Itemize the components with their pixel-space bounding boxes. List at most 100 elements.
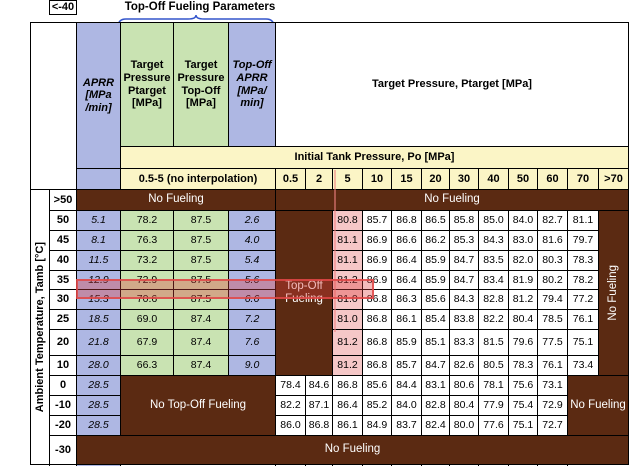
value-1-0: 80.8 — [332, 210, 363, 231]
initial-pressure-6: 30 — [449, 168, 479, 190]
topoff-aprr-7: 7.6 — [228, 329, 276, 356]
value-5-1: 86.8 — [362, 289, 392, 310]
value-8-0: 81.2 — [332, 355, 363, 376]
value-11-2: 86.1 — [332, 415, 363, 436]
value-2-2: 86.6 — [391, 230, 422, 251]
ptarget-topoff-4: 87.5 — [173, 270, 229, 290]
aprr-9: 28.5 — [76, 375, 121, 396]
value-10-9: 72.9 — [537, 395, 568, 416]
no-fueling-right-label: No Fueling — [606, 265, 619, 321]
value-10-1: 87.1 — [305, 395, 333, 416]
aprr-2: 8.1 — [76, 230, 121, 251]
aprr-3: 11.5 — [76, 250, 121, 271]
topoff-aprr-1: 2.6 — [228, 210, 276, 231]
ptarget-topoff-1: 87.5 — [173, 210, 229, 231]
value-8-1: 86.8 — [362, 355, 392, 376]
corner-cell — [30, 22, 77, 190]
value-7-4: 83.3 — [449, 329, 479, 356]
value-10-2: 86.4 — [332, 395, 363, 416]
value-5-7: 79.4 — [537, 289, 568, 310]
header-no-interpolation: 0.5-5 (no interpolation) — [120, 168, 276, 190]
topoff-aprr-2: 4.0 — [228, 230, 276, 251]
value-5-0: 81.0 — [332, 289, 363, 310]
value-3-7: 80.3 — [537, 250, 568, 271]
value-10-5: 82.8 — [421, 395, 450, 416]
value-3-6: 82.0 — [508, 250, 538, 271]
value-2-4: 85.3 — [449, 230, 479, 251]
value-8-7: 76.1 — [537, 355, 568, 376]
value-1-5: 85.0 — [478, 210, 509, 231]
value-7-7: 77.5 — [537, 329, 568, 356]
value-1-4: 85.8 — [449, 210, 479, 231]
value-11-4: 83.7 — [391, 415, 422, 436]
value-9-4: 84.4 — [391, 375, 422, 396]
value-6-7: 78.5 — [537, 309, 568, 330]
ptarget-7: 67.9 — [120, 329, 174, 356]
temp-11: -20 — [49, 415, 77, 436]
value-5-6: 81.2 — [508, 289, 538, 310]
value-11-1: 86.8 — [305, 415, 333, 436]
no-fueling-bottom: No Fueling — [76, 435, 629, 465]
value-2-7: 81.6 — [537, 230, 568, 251]
value-2-0: 81.1 — [332, 230, 363, 251]
value-7-3: 85.1 — [421, 329, 450, 356]
value-10-6: 80.4 — [449, 395, 479, 416]
value-11-0: 86.0 — [275, 415, 306, 436]
value-2-8: 79.7 — [567, 230, 599, 251]
value-8-6: 78.3 — [508, 355, 538, 376]
ptarget-3: 73.2 — [120, 250, 174, 271]
value-6-6: 80.4 — [508, 309, 538, 330]
ptarget-topoff-2: 87.5 — [173, 230, 229, 251]
temp-5: 30 — [49, 289, 77, 310]
value-9-8: 75.6 — [508, 375, 538, 396]
aprr-7: 21.8 — [76, 329, 121, 356]
value-11-9: 72.7 — [537, 415, 568, 436]
ambient-temperature-label: Ambient Temperature, Tamb [°C] — [33, 241, 46, 413]
value-11-3: 84.9 — [362, 415, 392, 436]
ptarget-topoff-8: 87.4 — [173, 355, 229, 376]
header-topoff-aprr: Top-Off APRR [MPa/ min] — [228, 22, 276, 147]
value-6-4: 83.8 — [449, 309, 479, 330]
aprr-10: 28.5 — [76, 395, 121, 416]
value-6-3: 85.4 — [421, 309, 450, 330]
temp-1: 50 — [49, 210, 77, 231]
value-5-5: 82.8 — [478, 289, 509, 310]
value-7-8: 75.1 — [567, 329, 599, 356]
header-aprr: APRR [MPa /min] — [76, 22, 121, 169]
header-target-pressure: Target Pressure Ptarget [MPa] — [120, 22, 174, 147]
ptarget-5: 70.6 — [120, 289, 174, 310]
table-title: Top-Off Fueling Parameters — [124, 1, 276, 13]
value-2-1: 86.9 — [362, 230, 392, 251]
value-1-1: 85.7 — [362, 210, 392, 231]
value-8-2: 85.7 — [391, 355, 422, 376]
topoff-aprr-5: 6.6 — [228, 289, 276, 310]
initial-pressure-10: 70 — [567, 168, 599, 190]
header-initial-tank-pressure: Initial Tank Pressure, Po [MPa] — [120, 146, 629, 169]
value-7-1: 86.8 — [362, 329, 392, 356]
ptarget-1: 78.2 — [120, 210, 174, 231]
no-top-off-fueling-region: No Top-Off Fueling — [120, 375, 276, 436]
topoff-aprr-8: 9.0 — [228, 355, 276, 376]
value-3-1: 86.9 — [362, 250, 392, 271]
aprr-11: 28.5 — [76, 415, 121, 436]
value-4-7: 80.2 — [537, 270, 568, 290]
value-7-6: 79.6 — [508, 329, 538, 356]
no-fueling-lower-right: No Fueling — [567, 375, 629, 436]
value-1-3: 86.5 — [421, 210, 450, 231]
value-11-5: 82.4 — [421, 415, 450, 436]
value-9-3: 85.6 — [362, 375, 392, 396]
value-4-2: 86.4 — [391, 270, 422, 290]
value-3-3: 85.9 — [421, 250, 450, 271]
value-3-5: 83.5 — [478, 250, 509, 271]
value-6-2: 86.1 — [391, 309, 422, 330]
value-9-9: 73.1 — [537, 375, 568, 396]
value-8-3: 84.7 — [421, 355, 450, 376]
ptarget-2: 76.3 — [120, 230, 174, 251]
aprr-8: 28.0 — [76, 355, 121, 376]
ptarget-6: 69.0 — [120, 309, 174, 330]
value-2-3: 86.2 — [421, 230, 450, 251]
value-4-6: 81.9 — [508, 270, 538, 290]
ptarget-topoff-5: 87.5 — [173, 289, 229, 310]
initial-pressure-0: 0.5 — [275, 168, 306, 190]
value-3-2: 86.4 — [391, 250, 422, 271]
